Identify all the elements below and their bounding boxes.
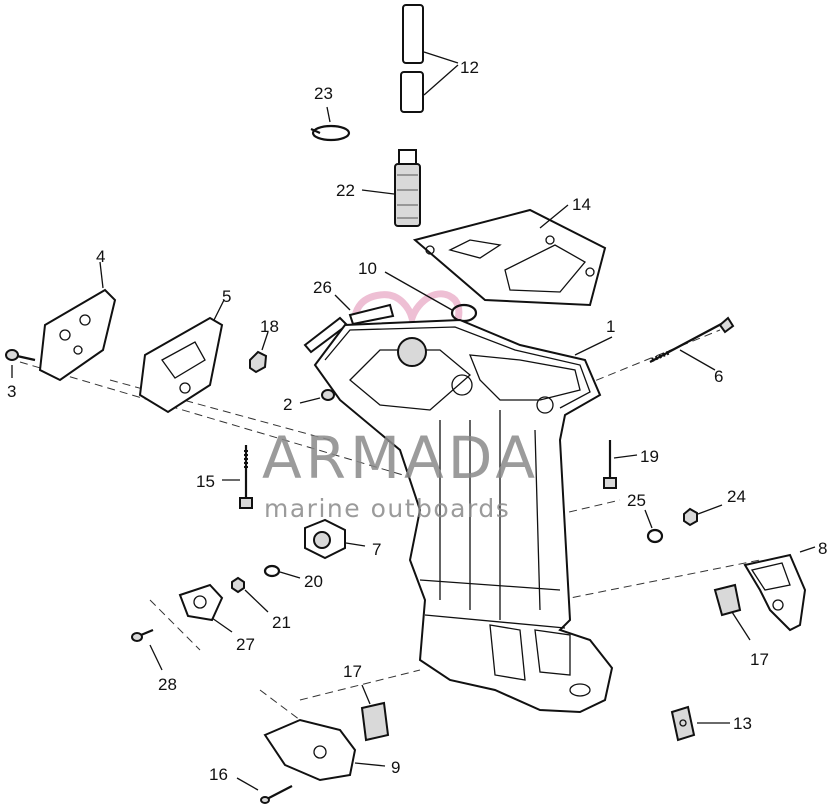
watermark: ARMADA marine outboards	[262, 424, 539, 523]
part-15-bolt	[222, 445, 253, 509]
callout-23: 23	[314, 84, 333, 103]
part-17-block-right	[713, 583, 751, 641]
part-4-cover-plate	[38, 261, 117, 382]
part-6-bolt	[649, 316, 735, 371]
callout-15: 15	[196, 472, 215, 491]
part-7-rubber-mount	[304, 518, 366, 560]
part-24-nut	[683, 504, 723, 527]
callout-25: 25	[627, 491, 646, 510]
callout-labels: 1 2 3 4 5 6 7 8 9 10 12 13 14 15 16 17 1…	[7, 58, 827, 784]
part-20-washer	[263, 564, 301, 579]
part-16-screw	[236, 777, 293, 804]
part-3-screw	[5, 349, 36, 378]
callout-4: 4	[96, 247, 105, 266]
callout-8: 8	[818, 539, 827, 558]
callout-12: 12	[460, 58, 479, 77]
watermark-brand: ARMADA	[262, 424, 539, 492]
part-17-block-lower	[360, 684, 390, 742]
callout-6: 6	[714, 367, 723, 386]
callout-28: 28	[158, 675, 177, 694]
part-26-hoses	[303, 294, 395, 354]
callout-3: 3	[7, 382, 16, 401]
callout-2: 2	[283, 395, 292, 414]
part-28-screw	[131, 628, 163, 671]
part-9-lower-cover	[263, 718, 386, 782]
callout-14: 14	[572, 195, 591, 214]
part-22-filter	[361, 149, 421, 227]
callout-17-lower: 17	[343, 662, 362, 681]
callout-19: 19	[640, 447, 659, 466]
part-1-drive-shaft-housing	[313, 318, 614, 714]
part-2-fitting	[299, 389, 335, 404]
callout-18: 18	[260, 317, 279, 336]
callout-5: 5	[222, 287, 231, 306]
callout-27: 27	[236, 635, 255, 654]
part-5-gasket-plate	[138, 299, 225, 414]
callout-20: 20	[304, 572, 323, 591]
callout-7: 7	[372, 540, 381, 559]
part-8-bracket	[743, 546, 816, 632]
callout-13: 13	[733, 714, 752, 733]
callout-17-right: 17	[750, 650, 769, 669]
part-14-gasket	[412, 204, 607, 307]
part-21-nut	[231, 576, 269, 613]
watermark-tagline: marine outboards	[264, 494, 510, 523]
callout-21: 21	[272, 613, 291, 632]
callout-9: 9	[391, 758, 400, 777]
callout-16: 16	[209, 765, 228, 784]
part-18-nut	[249, 331, 269, 374]
part-27-plate	[178, 583, 233, 633]
callout-22: 22	[336, 181, 355, 200]
callout-10: 10	[358, 259, 377, 278]
part-19-bolt	[603, 440, 638, 489]
part-25-o-ring	[644, 509, 664, 544]
part-23-clamp	[310, 106, 351, 142]
part-13-block	[670, 705, 730, 742]
part-12-tubes	[400, 4, 459, 113]
callout-24: 24	[727, 487, 746, 506]
callout-26: 26	[313, 278, 332, 297]
callout-1: 1	[606, 317, 615, 336]
